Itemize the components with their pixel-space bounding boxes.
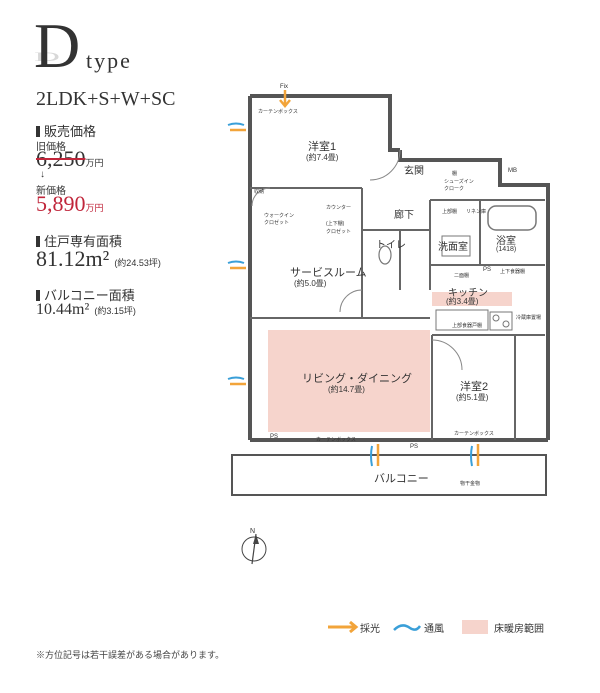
room-service-size: (約5.0畳) bbox=[294, 279, 327, 288]
label-curtain-bottom-right: カーテンボックス bbox=[454, 431, 494, 437]
light-arrow-left-1 bbox=[227, 122, 246, 132]
price-arrow: ↓ bbox=[40, 169, 45, 180]
wash-sink bbox=[441, 235, 471, 257]
room-bath-size: (1418) bbox=[496, 246, 517, 253]
outer-walls bbox=[248, 94, 550, 442]
new-price-label: 新価格 bbox=[36, 186, 66, 197]
label-curtain-top: カーテンボックス bbox=[258, 109, 298, 115]
balcony-outline bbox=[231, 454, 547, 496]
type-letter: D bbox=[34, 10, 81, 81]
light-arrow-left-3 bbox=[227, 376, 246, 386]
label-curtain-bottom: カーテンボックス bbox=[316, 437, 356, 443]
legend-wind-icon bbox=[393, 624, 422, 631]
label-ps-left: PS bbox=[270, 434, 279, 440]
old-price: 6,250万円 bbox=[36, 146, 104, 172]
room-washroom: 洗面室 bbox=[438, 242, 468, 253]
kitchen-counter bbox=[435, 309, 489, 331]
balcony-area-sub: (約3.15坪) bbox=[94, 306, 136, 316]
room-bath: 浴室 bbox=[496, 236, 516, 247]
new-price-value: 5,890 bbox=[36, 191, 86, 216]
door-swings bbox=[251, 149, 463, 371]
room-service: サービスルーム bbox=[290, 267, 367, 279]
room-living-size: (約14.7畳) bbox=[328, 385, 365, 394]
balcony-area-heading: バルコニー面積 bbox=[36, 285, 135, 304]
room-living: リビング・ダイニング bbox=[302, 373, 412, 385]
price-heading: 販売価格 bbox=[36, 121, 96, 140]
room-western1: 洋室1 bbox=[308, 141, 337, 153]
label-upper-cupboard: 上下食器棚 bbox=[500, 269, 526, 275]
stove bbox=[489, 311, 513, 331]
old-price-label: 旧価格 bbox=[36, 142, 66, 153]
room-hallway: 廊下 bbox=[394, 210, 414, 221]
compass-icon bbox=[241, 533, 267, 565]
bathtub bbox=[487, 205, 537, 231]
light-arrow-left-2 bbox=[227, 260, 246, 270]
legend-light: 採光 bbox=[360, 624, 380, 635]
legend-heat: 床暖房範囲 bbox=[494, 624, 544, 635]
label-fix: Fix bbox=[280, 84, 288, 90]
legend-light-icon bbox=[328, 620, 359, 634]
light-arrow-top bbox=[279, 90, 291, 108]
disclaimer-note: ※方位記号は若干誤差がある場合があります。 bbox=[36, 650, 225, 660]
room-western2: 洋室2 bbox=[460, 381, 489, 393]
old-price-value: 6,250 bbox=[36, 146, 86, 171]
label-shoes: シューズイン クローク bbox=[444, 179, 474, 192]
legend-wind: 通風 bbox=[424, 624, 444, 635]
label-ps-kitchen: PS bbox=[483, 267, 492, 273]
interior-walls bbox=[250, 187, 545, 440]
new-price-unit: 万円 bbox=[85, 203, 104, 213]
room-toilet: トイレ bbox=[376, 240, 406, 251]
label-upper-lower: (上下棚) bbox=[326, 221, 345, 227]
new-price: 5,890万円 bbox=[36, 191, 104, 217]
room-entrance: 玄関 bbox=[404, 166, 424, 177]
floor-heating-kitchen bbox=[432, 292, 512, 306]
room-western2-size: (約5.1畳) bbox=[456, 393, 489, 402]
room-western1-size: (約7.4畳) bbox=[306, 153, 339, 162]
legend-heat-swatch bbox=[462, 620, 488, 634]
label-upper-shelf: 上部棚 bbox=[442, 209, 458, 215]
label-closet: クロゼット bbox=[326, 229, 352, 235]
label-storage: 収納 bbox=[254, 189, 265, 195]
label-fridge: 冷蔵庫置場 bbox=[516, 315, 542, 321]
area-heading: 住戸専有面積 bbox=[36, 231, 122, 250]
room-balcony: バルコニー bbox=[374, 473, 429, 485]
label-counter: カウンター bbox=[326, 205, 352, 211]
area-sub: (約24.53坪) bbox=[114, 258, 161, 268]
room-kitchen: キッチン bbox=[448, 288, 488, 299]
label-linen: リネン庫 bbox=[466, 209, 487, 215]
old-price-unit: 万円 bbox=[85, 158, 104, 168]
compass-label: N bbox=[250, 528, 256, 535]
balcony-area-row: 10.44m² (約3.15坪) bbox=[36, 299, 136, 319]
type-word: type bbox=[86, 48, 132, 73]
room-kitchen-size: (約3.4畳) bbox=[446, 297, 479, 306]
balcony-area-value: 10.44m² bbox=[36, 301, 90, 318]
label-walkin: ウォークイン クロゼット bbox=[264, 213, 295, 226]
area-value: 81.12m² bbox=[36, 246, 110, 271]
floor-heating-living bbox=[268, 330, 430, 432]
light-arrow-bottom-2 bbox=[470, 444, 480, 467]
light-arrow-bottom-1 bbox=[370, 444, 380, 467]
label-shoe-shelf: 棚 bbox=[452, 171, 458, 177]
label-ps-center: PS bbox=[410, 444, 419, 450]
label-cabinet: 二面棚 bbox=[454, 273, 470, 279]
layout-name: 2LDK+S+W+SC bbox=[36, 88, 176, 110]
area-value-row: 81.12m² (約24.53坪) bbox=[36, 246, 161, 272]
label-outdoor-fixture: 物干金物 bbox=[460, 481, 481, 487]
label-cupboard: 上部食器戸棚 bbox=[452, 323, 483, 329]
toilet-bowl bbox=[378, 245, 392, 265]
label-mb: MB bbox=[508, 168, 517, 174]
